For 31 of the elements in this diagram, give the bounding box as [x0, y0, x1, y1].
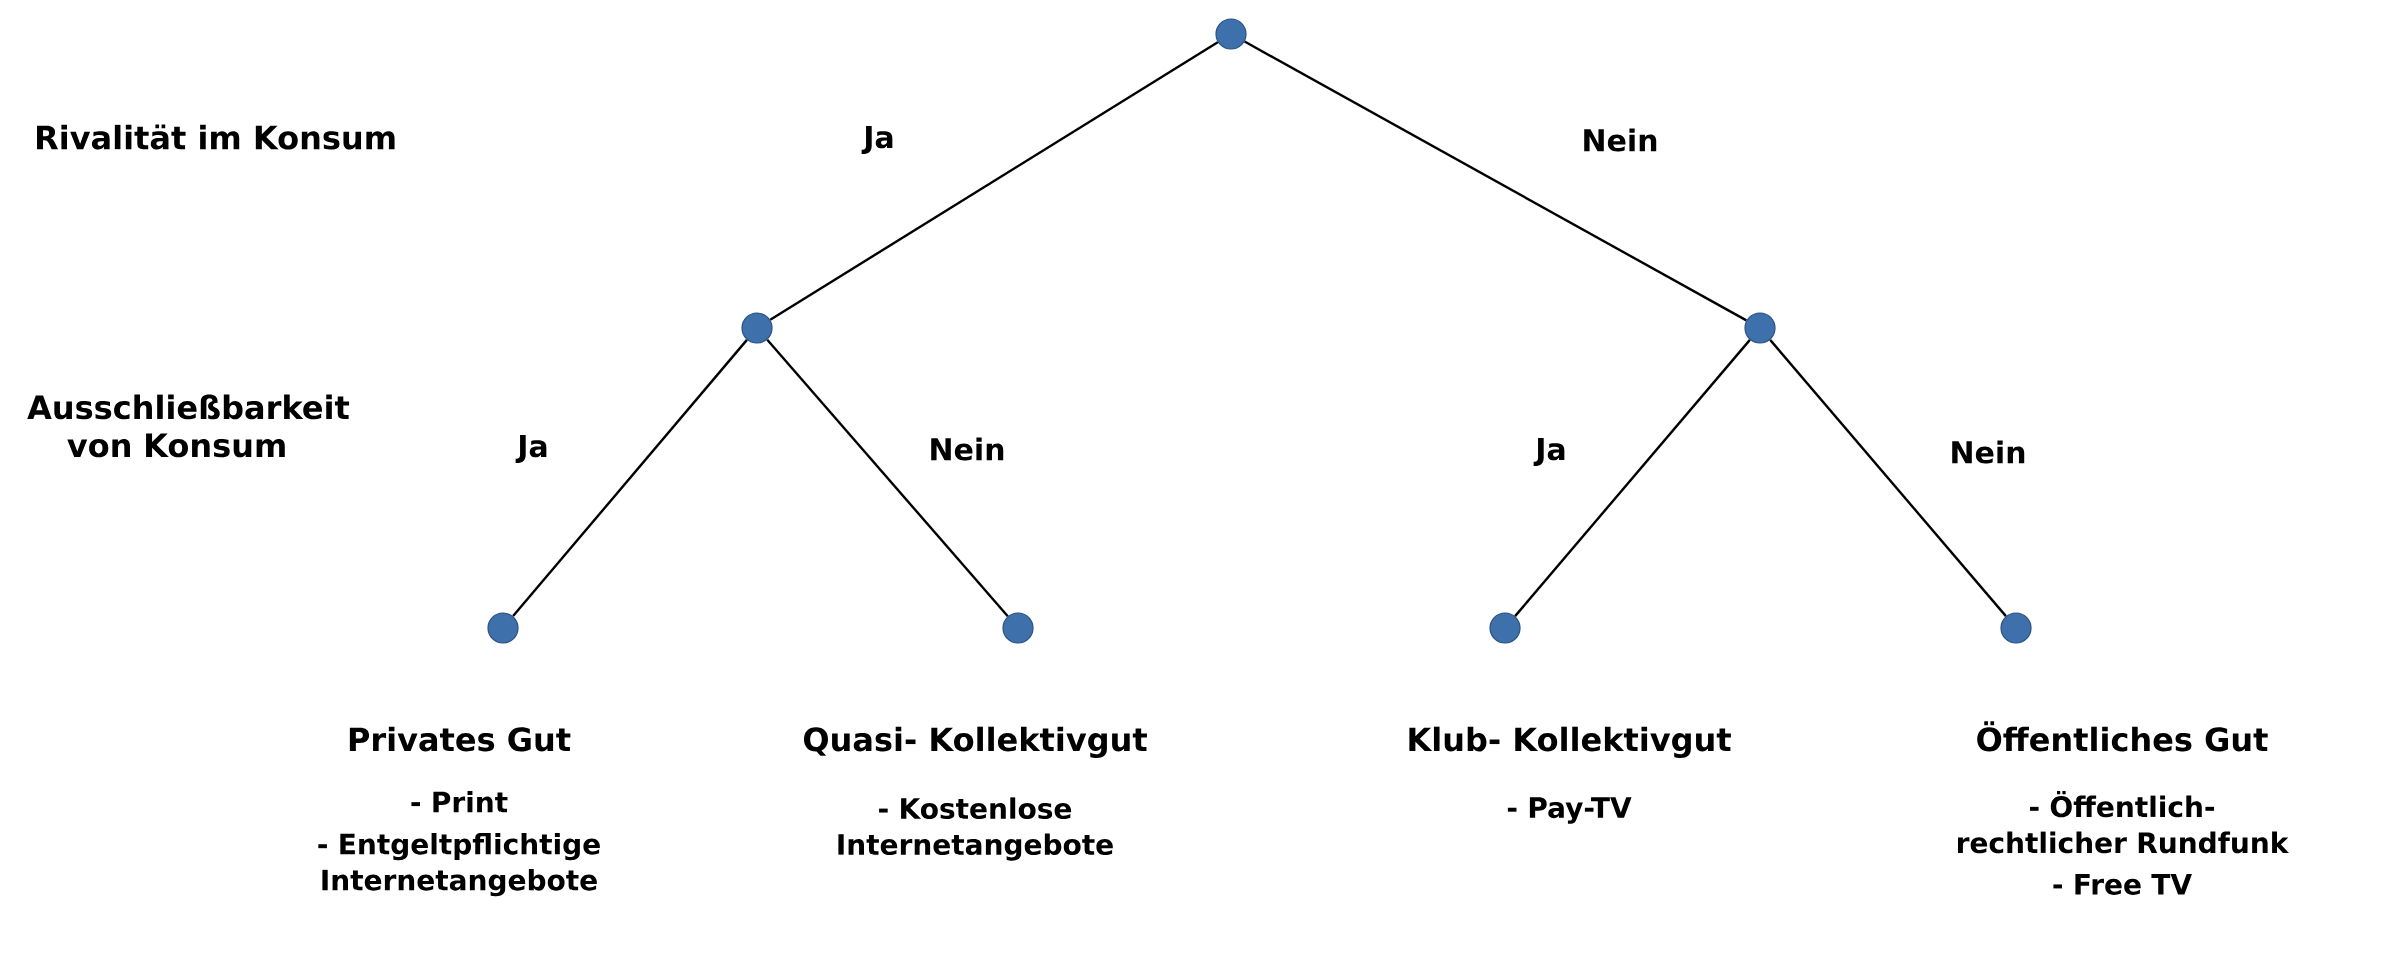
tree-dot	[2000, 612, 2032, 644]
tree-dot	[1002, 612, 1034, 644]
level-label: Rivalität im Konsum	[37, 124, 395, 150]
tree-branch	[512, 339, 748, 617]
tree-branch	[766, 339, 1009, 617]
tree-branch	[769, 41, 1219, 321]
tree-dot	[1215, 18, 1247, 50]
tree-dot	[741, 312, 773, 344]
edge-label: Ja	[1533, 436, 1569, 468]
category-title: Öffentliches Gut	[1977, 721, 2268, 752]
category-title: Klub- Kollektivgut	[1409, 726, 1731, 758]
tree-dot	[1489, 612, 1521, 644]
tree-branch	[1769, 339, 2007, 617]
example-item: - Entgeltpflichtige Internetangebote	[318, 833, 600, 897]
tree-dot	[1744, 312, 1776, 344]
edge-label: Nein	[1579, 126, 1661, 154]
edge-label: Nein	[1947, 438, 2029, 466]
category-title: Privates Gut	[349, 726, 571, 752]
example-item: - Öffentlich-rechtlicher Rundfunk	[1958, 790, 2289, 854]
tree-dot	[487, 612, 519, 644]
example-item: - Free TV	[2053, 874, 2192, 895]
tree-branch	[1514, 339, 1751, 617]
category-title: Quasi- Kollektivgut	[804, 726, 1147, 758]
example-item: - Print	[411, 790, 508, 813]
edge-label: Ja	[861, 124, 897, 156]
edge-label: Nein	[926, 435, 1008, 463]
tree-branch	[1244, 40, 1747, 322]
example-item: - Kostenlose Internetangebote	[838, 797, 1113, 861]
example-item: - Pay-TV	[1507, 797, 1632, 824]
level-label: Ausschließbarkeit von Konsum	[27, 394, 350, 458]
edge-label: Ja	[515, 433, 551, 465]
